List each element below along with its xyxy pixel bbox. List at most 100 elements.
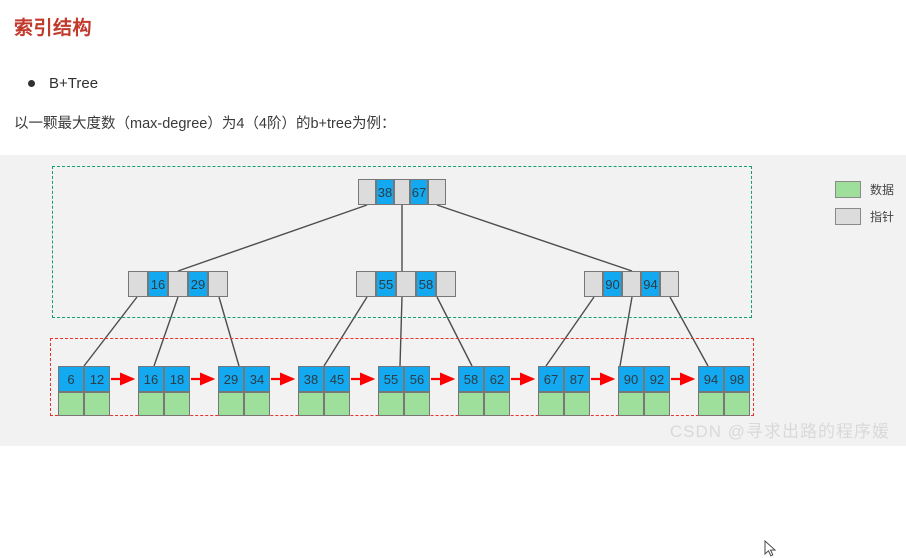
key-cell: 34 [244,366,270,392]
leaf-data-row [138,392,190,416]
leaf-node[interactable]: 16 18 [138,366,190,416]
leaf-data-row [538,392,590,416]
leaf-keys-row: 29 34 [218,366,270,392]
leaf-node[interactable]: 29 34 [218,366,270,416]
key-cell: 87 [564,366,590,392]
tree-connectors [83,204,709,367]
key-cell: 58 [458,366,484,392]
page-title: 索引结构 [14,18,93,39]
key-cell: 38 [376,179,394,205]
leaf-node[interactable]: 55 56 [378,366,430,416]
pointer-cell [394,179,410,205]
bullet-item-label: B+Tree [49,75,99,92]
data-cell [138,392,164,416]
data-cell [404,392,430,416]
legend-label: 指针 [869,210,894,224]
key-cell: 58 [416,271,436,297]
leaf-link-arrows [111,372,696,386]
key-cell: 56 [404,366,430,392]
leaf-data-row [458,392,510,416]
legend-item-data: 数据 [834,181,894,198]
pointer-cell [436,271,456,297]
key-cell: 94 [698,366,724,392]
pointer-cell [584,271,603,297]
data-cell [164,392,190,416]
internal-node[interactable]: 90 94 [584,271,679,297]
key-cell: 55 [378,366,404,392]
watermark: CSDN @寻求出路的程序媛 [669,422,890,441]
data-cell [84,392,110,416]
leaf-data-row [698,392,750,416]
pointer-cell [622,271,641,297]
key-cell: 6 [58,366,84,392]
leaf-node[interactable]: 58 62 [458,366,510,416]
leaf-keys-row: 90 92 [618,366,670,392]
data-cell [698,392,724,416]
internal-node[interactable]: 16 29 [128,271,228,297]
mouse-cursor-icon [764,540,777,557]
data-cell [484,392,510,416]
pointer-cell [208,271,228,297]
internal-node[interactable]: 55 58 [356,271,456,297]
key-cell: 62 [484,366,510,392]
leaf-node[interactable]: 67 87 [538,366,590,416]
key-cell: 45 [324,366,350,392]
data-cell [324,392,350,416]
root-node[interactable]: 38 67 [358,179,446,205]
pointer-cell [358,179,376,205]
key-cell: 29 [188,271,208,297]
leaf-data-row [618,392,670,416]
bullet-dot-icon [28,80,35,87]
leaf-node[interactable]: 94 98 [698,366,750,416]
pointer-cell [128,271,148,297]
bullet-item-btree: B+Tree [28,75,892,92]
leaf-keys-row: 58 62 [458,366,510,392]
legend: 数据 指针 [834,181,894,235]
key-cell: 98 [724,366,750,392]
leaf-node[interactable]: 90 92 [618,366,670,416]
key-cell: 55 [376,271,396,297]
key-cell: 29 [218,366,244,392]
data-cell [218,392,244,416]
key-cell: 38 [298,366,324,392]
data-cell [458,392,484,416]
legend-item-pointer: 指针 [834,208,894,225]
leaf-keys-row: 6 12 [58,366,110,392]
key-cell: 18 [164,366,190,392]
diagram-canvas: 38 67 16 29 55 58 90 94 6 12 [0,155,906,557]
key-cell: 16 [148,271,168,297]
key-cell: 67 [538,366,564,392]
key-cell: 12 [84,366,110,392]
data-cell [618,392,644,416]
key-cell: 67 [410,179,428,205]
leaf-data-row [58,392,110,416]
leaf-keys-row: 55 56 [378,366,430,392]
key-cell: 90 [603,271,622,297]
leaf-node[interactable]: 6 12 [58,366,110,416]
key-cell: 90 [618,366,644,392]
data-cell [644,392,670,416]
pointer-cell [356,271,376,297]
data-cell [724,392,750,416]
pointer-cell [660,271,679,297]
pointer-cell [396,271,416,297]
data-cell [378,392,404,416]
leaf-keys-row: 67 87 [538,366,590,392]
pointer-cell [428,179,446,205]
leaf-data-row [298,392,350,416]
legend-swatch-data-icon [834,181,861,198]
leaf-data-row [218,392,270,416]
data-cell [58,392,84,416]
pointer-cell [168,271,188,297]
key-cell: 92 [644,366,670,392]
article-body: 索引结构 B+Tree 以一颗最大度数（max-degree）为4（4阶）的b+… [0,13,906,133]
leaf-node[interactable]: 38 45 [298,366,350,416]
key-cell: 94 [641,271,660,297]
leaf-data-row [378,392,430,416]
leaf-keys-row: 94 98 [698,366,750,392]
intro-paragraph: 以一颗最大度数（max-degree）为4（4阶）的b+tree为例： [14,116,396,132]
leaf-keys-row: 38 45 [298,366,350,392]
key-cell: 16 [138,366,164,392]
data-cell [298,392,324,416]
leaf-keys-row: 16 18 [138,366,190,392]
